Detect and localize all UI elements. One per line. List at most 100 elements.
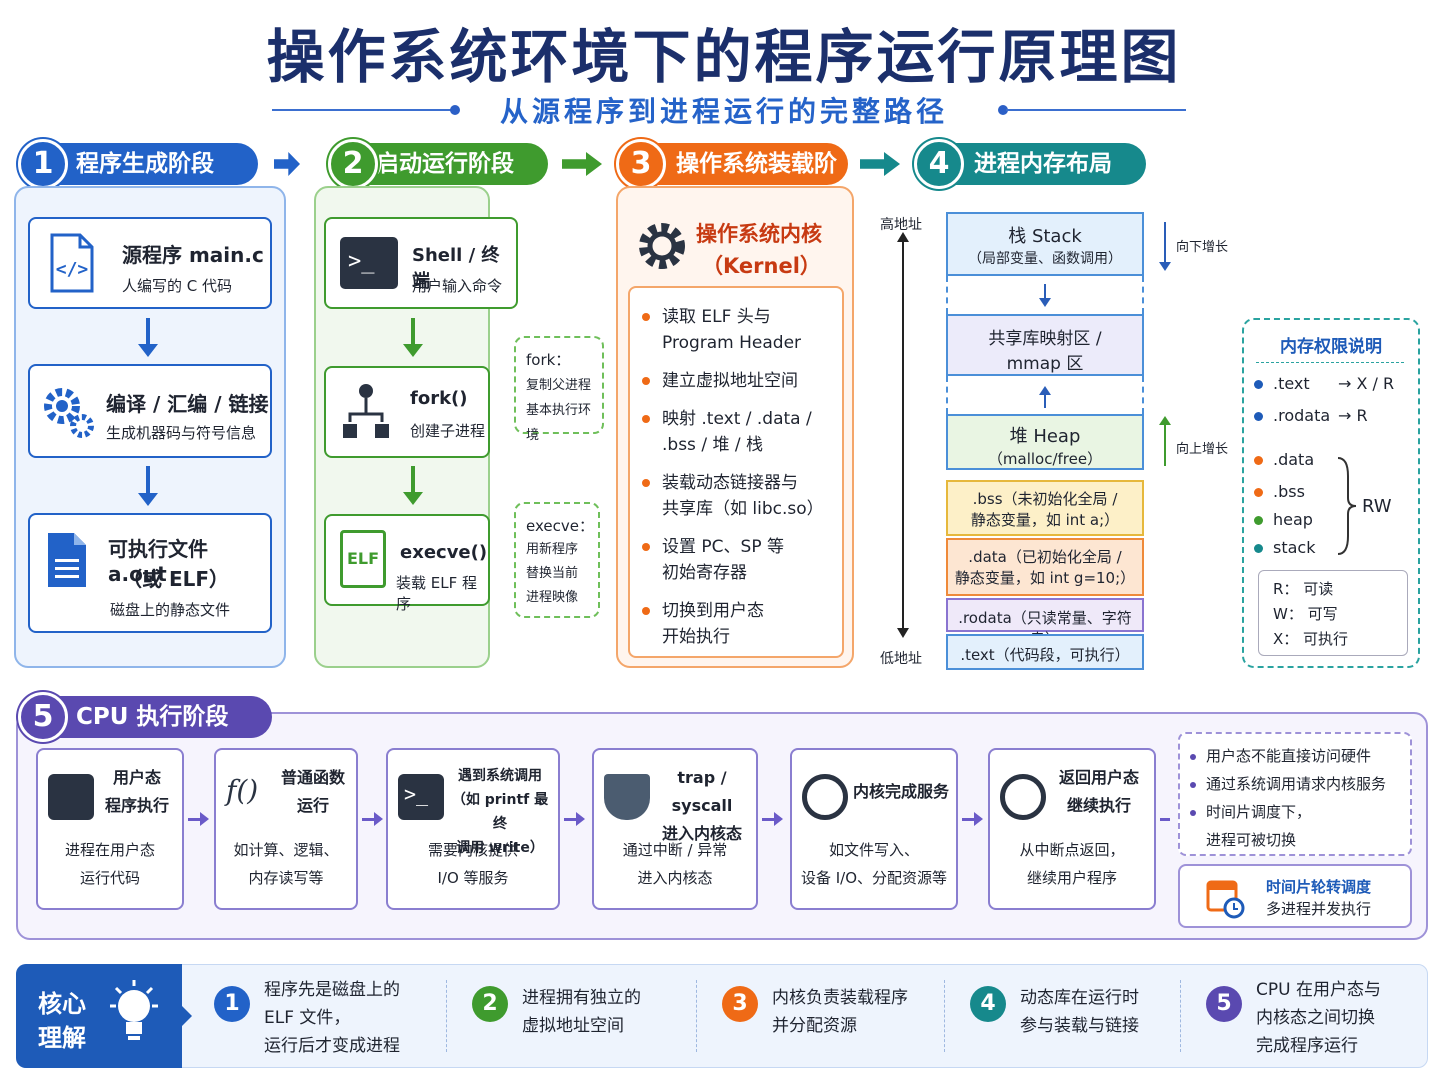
- kernel-task-item: 切换到用户态开始执行: [642, 598, 838, 650]
- refresh-icon: [1000, 774, 1046, 820]
- grow-up-line: [1164, 424, 1166, 466]
- permission-title: 内存权限说明: [1280, 337, 1382, 357]
- address-axis-bottom-arrow: [897, 628, 909, 638]
- core-label-2: 理解: [38, 1024, 86, 1052]
- kernel-task-line: 共享库（如 libc.so）: [662, 499, 824, 519]
- permission-divider: [1256, 362, 1404, 363]
- core-item-text: 动态库在运行时参与装载与链接: [1020, 984, 1139, 1040]
- core-item-badge: 5: [1206, 986, 1242, 1022]
- bullet-dot: [642, 313, 650, 321]
- core-item-line: 程序先是磁盘上的: [264, 980, 400, 1000]
- page-title: 操作系统环境下的程序运行原理图: [266, 23, 1182, 91]
- fork-note: fork： 复制父进程 基本执行环境: [514, 336, 604, 443]
- rw-label: RW: [1362, 496, 1392, 517]
- cpu-note: 通过系统调用请求内核服务: [1190, 770, 1410, 798]
- cpu-step-desc-line: 从中断点返回，: [1019, 841, 1125, 859]
- executable-title2: （或 ELF）: [122, 567, 230, 591]
- kernel-gear-icon: [639, 223, 685, 269]
- legend-w: W： 可写: [1273, 605, 1338, 623]
- stage3-badge: 3: [616, 139, 666, 189]
- down-arrow-3: [411, 318, 415, 346]
- kernel-task-line: 切换到用户态: [662, 601, 764, 621]
- cpu-flow-arrow: [188, 818, 200, 821]
- cpu-flow-arrow-head: [374, 812, 383, 826]
- fork-title: fork(): [410, 388, 468, 409]
- cpu-flow-arrow-head: [576, 812, 585, 826]
- kernel-task-line: .bss / 堆 / 栈: [662, 435, 763, 455]
- cpu-step-title-line: trap / syscall: [671, 768, 733, 815]
- low-address-label: 低地址: [880, 651, 922, 667]
- calendar-clock-icon: [1206, 880, 1245, 919]
- cpu-step-desc-line: 如文件写入、: [828, 841, 919, 859]
- cpu-note: 时间片调度下，: [1190, 798, 1410, 826]
- cpu-notes: 用户态不能直接访问硬件 通过系统调用请求内核服务 时间片调度下， 进程可被切换: [1178, 732, 1412, 856]
- permission-legend: R： 可读 W： 可写 X： 可执行: [1258, 570, 1408, 656]
- address-axis-top-arrow: [897, 232, 909, 242]
- core-label-1: 核心: [38, 990, 86, 1018]
- kernel-task-line: 建立虚拟地址空间: [662, 371, 798, 391]
- cpu-step-title: trap / syscall 进入内核态: [654, 764, 750, 848]
- cpu-step-desc-line: 继续用户程序: [1026, 869, 1117, 887]
- permission-panel: 内存权限说明 .text→ X / R .rodata→ R .data .bs…: [1242, 318, 1420, 668]
- text-segment: .text（代码段，可执行）: [946, 634, 1144, 670]
- kernel-task-line: 设置 PC、SP 等: [662, 537, 784, 557]
- down-arrow-3-head: [403, 344, 423, 357]
- gear-icon: [802, 774, 848, 820]
- cpu-step-title: 遇到系统调用（如 printf 最终调用 write）: [448, 764, 552, 860]
- cpu-step-title-line: 继续执行: [1066, 796, 1131, 815]
- cpu-flow-arrow: [362, 818, 374, 821]
- cpu-flow-arrow: [762, 818, 774, 821]
- core-divider: [696, 980, 697, 1052]
- cpu-step-title-line: 进入内核态: [661, 824, 742, 843]
- kernel-task-line: 映射 .text / .data /: [662, 409, 812, 429]
- cpu-step-desc: 如计算、逻辑、内存读写等: [220, 836, 352, 892]
- down-arrow-1: [146, 318, 150, 348]
- cpu-step-desc: 进程在用户态运行代码: [42, 836, 178, 892]
- perm-row-text: .text→ X / R: [1254, 374, 1394, 393]
- kernel-title: 操作系统内核: [696, 222, 822, 246]
- cpu-step-title-line: 内核完成服务: [852, 782, 949, 801]
- down-arrow-4-head: [403, 492, 423, 505]
- cpu-step-desc-line: 设备 I/O、分配资源等: [800, 869, 948, 887]
- cpu-step-desc: 从中断点返回， 继续用户程序: [994, 836, 1150, 892]
- stage4-header: 进程内存布局: [938, 143, 1146, 185]
- core-item-badge: 3: [722, 986, 758, 1022]
- core-panel: [16, 964, 1428, 1068]
- document-icon: [48, 533, 86, 587]
- bullet-dot: [642, 479, 650, 487]
- cpu-note-cont: 进程可被切换: [1206, 831, 1297, 849]
- cpu-step-card: 返回用户态继续执行从中断点返回，继续用户程序: [988, 748, 1156, 910]
- chip-icon: [48, 774, 94, 820]
- execve-title: execve(): [400, 542, 488, 563]
- compile-card: 编译 / 汇编 / 链接 生成机器码与符号信息: [28, 364, 272, 458]
- terminal-icon: >_: [398, 774, 444, 820]
- cpu-flow-arrow-head: [774, 812, 783, 826]
- function-icon: f(): [226, 774, 259, 807]
- cpu-step-desc-line: 进入内核态: [637, 869, 713, 887]
- code-file-icon: </>: [50, 233, 94, 293]
- core-item-line: 并分配资源: [772, 1016, 857, 1036]
- elf-file-icon: ELF: [340, 530, 386, 588]
- down-arrow-2: [146, 466, 150, 496]
- legend-x: X： 可执行: [1273, 630, 1349, 648]
- cpu-step-card: 用户态程序执行进程在用户态运行代码: [36, 748, 184, 910]
- source-file-title: 源程序 main.c: [122, 243, 264, 267]
- cpu-step-title-line: 调用 write）: [456, 840, 544, 856]
- core-item-badge: 1: [214, 986, 250, 1022]
- core-item-line: ELF 文件，: [264, 1008, 351, 1028]
- shield-icon: [604, 774, 650, 820]
- shell-title: Shell / 终端: [412, 245, 500, 292]
- kernel-task-item: 设置 PC、SP 等初始寄存器: [642, 534, 838, 586]
- mmap-segment: 共享库映射区 /mmap 区: [946, 314, 1144, 376]
- stage5-badge: 5: [18, 692, 68, 742]
- execve-note-line: 用新程序: [526, 542, 579, 557]
- stage-arrow-2: [562, 152, 602, 176]
- kernel-task-line: 初始寄存器: [662, 563, 747, 583]
- stack-segment: 栈 Stack（局部变量、函数调用）: [946, 212, 1144, 276]
- execve-desc: 装载 ELF 程序: [396, 574, 477, 613]
- stage4-badge: 4: [914, 139, 964, 189]
- core-item-line: 完成程序运行: [1256, 1036, 1358, 1056]
